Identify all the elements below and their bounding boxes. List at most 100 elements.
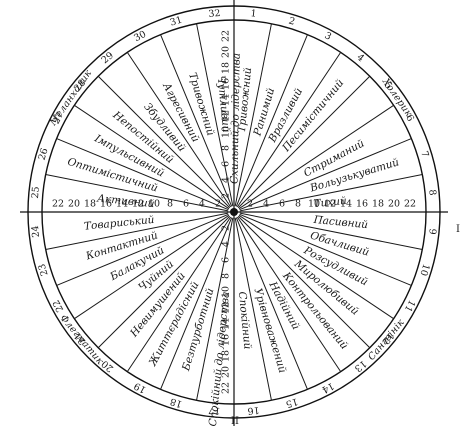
scale-tick-up: 18	[221, 62, 232, 74]
axis-label-bottom: II	[231, 416, 239, 427]
sector-number: 2	[287, 15, 296, 27]
sector-numbers: 1234567891011121314151617181920212223242…	[30, 8, 438, 416]
sector-spoke	[160, 217, 233, 390]
scale-tick-up: 8	[221, 145, 232, 151]
sector-spoke	[236, 52, 342, 208]
sector-spoke	[237, 75, 371, 209]
sector-spoke	[237, 215, 371, 349]
sector-number: 6	[403, 113, 416, 124]
scale-tick-right: 22	[404, 199, 416, 210]
scale-tick-right: 4	[263, 199, 269, 210]
scale-tick-down: 2	[221, 225, 232, 231]
sector-number: 9	[426, 228, 438, 235]
sector-spoke	[239, 174, 423, 212]
sector-number: 14	[320, 380, 336, 395]
sector-spoke	[238, 214, 394, 320]
scale-tick-left: 6	[183, 199, 189, 210]
scale-tick-left: 20	[68, 199, 80, 210]
axes	[20, 0, 448, 426]
scale-tick-down: 6	[221, 257, 232, 263]
scale-tick-left: 2	[215, 199, 221, 210]
scale-tick-down: 20	[221, 366, 232, 378]
sector-spoke	[239, 212, 423, 250]
scale-tick-up: 16	[221, 78, 232, 90]
sector-number: 15	[284, 395, 299, 409]
scale-tick-left: 12	[132, 199, 144, 210]
sector-spoke	[238, 104, 394, 210]
sector-number: 13	[352, 358, 368, 374]
sector-spoke	[56, 138, 229, 211]
scale-tick-left: 16	[100, 199, 112, 210]
scale-tick-right: 20	[388, 199, 400, 210]
scale-tick-left: 10	[148, 199, 160, 210]
scale-tick-down: 14	[221, 318, 232, 330]
scale-tick-down: 10	[221, 286, 232, 298]
scale-tick-right: 14	[340, 199, 352, 210]
sector-spoke	[196, 23, 234, 207]
sector-spoke	[97, 215, 231, 349]
scale-tick-up: 4	[221, 177, 232, 183]
scale-tick-left: 14	[116, 199, 128, 210]
sector-number: 26	[37, 147, 51, 162]
sector-spoke	[97, 75, 231, 209]
sector-number: 10	[417, 262, 431, 277]
sector-spoke	[74, 214, 230, 320]
sector-spoke	[160, 34, 233, 207]
sector-spoke	[196, 217, 234, 401]
axis-label-right: I	[456, 224, 460, 235]
trait-labels: ТривожнийРанимийВразливийПесимістичнийСт…	[66, 53, 401, 427]
sector-spoke	[126, 216, 232, 372]
trait-label: Тихий	[313, 195, 347, 210]
sector-spoke	[234, 23, 272, 207]
scale-tick-up: 2	[221, 193, 232, 199]
sector-number: 27	[51, 110, 66, 126]
sector-spoke	[126, 52, 232, 208]
sector-spoke	[56, 213, 229, 286]
trait-label: Активний	[96, 192, 156, 210]
sector-number: 16	[247, 404, 260, 416]
scale-tick-up: 10	[221, 126, 232, 138]
scale-tick-down: 18	[221, 350, 232, 362]
scale-tick-right: 18	[372, 199, 384, 210]
sector-spoke	[45, 174, 229, 212]
scale-tick-right: 16	[356, 199, 368, 210]
extra-trait-label: Схильний до лідерства	[228, 53, 242, 184]
temperament-label: Сангвінік	[366, 317, 407, 363]
trait-label: Пасивний	[312, 214, 369, 231]
scale-tick-up: 6	[221, 161, 232, 167]
sector-number: 31	[169, 15, 184, 29]
scale-tick-down: 16	[221, 334, 232, 346]
sector-number: 32	[208, 8, 221, 20]
sector-number: 8	[426, 189, 438, 196]
scale-tick-down: 4	[221, 241, 232, 247]
sector-spoke	[239, 138, 412, 211]
temperament-label: Флегматик	[58, 313, 106, 367]
scale-tick-down: 22	[221, 382, 232, 394]
sector-spoke	[45, 212, 229, 250]
scale-tick-right: 6	[279, 199, 285, 210]
sector-number: 4	[354, 52, 366, 64]
scale-tick-up: 12	[221, 110, 232, 122]
sector-number: 22	[51, 298, 66, 314]
sector-number: 23	[37, 262, 51, 277]
sector-number: 7	[418, 150, 430, 159]
sector-spoke	[235, 34, 308, 207]
sector-number: 1	[250, 8, 257, 20]
scale-tick-right: 8	[295, 199, 301, 210]
scale-tick-up: 20	[221, 46, 232, 58]
sector-spoke	[239, 213, 412, 286]
scale-tick-right: 2	[247, 199, 253, 210]
scale-tick-left: 18	[84, 199, 96, 210]
sector-number: 18	[169, 395, 184, 409]
scale-tick-right: 10	[308, 199, 320, 210]
scale-tick-up: 14	[221, 94, 232, 106]
sector-number: 19	[132, 380, 148, 395]
scale-tick-left: 4	[199, 199, 205, 210]
sector-number: 30	[132, 29, 148, 44]
sector-number: 3	[323, 30, 334, 43]
sector-spoke	[235, 217, 308, 390]
trait-label: Чутливий	[215, 75, 233, 133]
scale-tick-down: 12	[221, 302, 232, 314]
sector-spoke	[236, 216, 342, 372]
